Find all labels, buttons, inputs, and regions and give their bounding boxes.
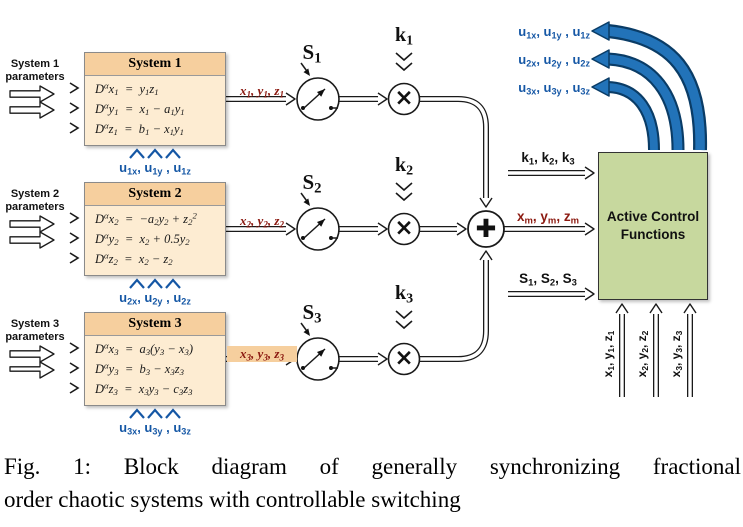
system-1-params-label: System 1 parameters (5, 58, 65, 83)
acf-output-label-3: u3x, u3y , u3z (518, 80, 590, 97)
acf-output-swoosh-arrows (591, 21, 708, 151)
param-arrows-system-2 (9, 212, 80, 264)
gain-chevrons-k1 (395, 52, 413, 72)
system-3-title: System 3 (85, 313, 225, 336)
equation: Dαz3 = x3y3 − c3z3 (95, 380, 193, 398)
system-2-block: System 2 Dαx2 = −a2y2 + z22 Dαy2 = x2 + … (84, 182, 226, 276)
control-input-label-system-1: u1x, u1y , u1z (119, 160, 191, 177)
connector-multiplier2-to-summer (419, 222, 467, 236)
plus-icon: ✚ (475, 214, 497, 243)
equation: Dαz2 = x2 − z2 (95, 250, 173, 268)
gain-label-k1: k1 (394, 24, 414, 49)
connector-system2-to-switch2 (226, 222, 296, 236)
figure-caption: Fig. 1: Block diagram of generally synch… (4, 450, 741, 516)
switch-s2-icon (296, 192, 340, 251)
acf-input-gains-label: k1, k2, k3 (521, 150, 575, 168)
multiply-icon: × (394, 215, 414, 241)
equation: Dαy2 = x2 + 0.5y2 (95, 230, 190, 248)
gain-chevrons-k3 (395, 310, 413, 330)
switch-label-s2: S2 (302, 170, 322, 197)
switch-s1-icon (296, 62, 340, 121)
switch-s3-icon (296, 322, 340, 381)
acf-bottom-input-arrows (615, 303, 697, 397)
output-signal-label-system-2: x2, y2, z2 (240, 213, 284, 230)
system-3-equations: Dαx3 = a3(y3 − x3) Dαy3 = b3 − x3z3 Dαz3… (85, 336, 225, 399)
switch-label-s1: S1 (302, 40, 322, 67)
equation: Dαy1 = x1 − a1y1 (95, 100, 185, 118)
summer-output-label: xm, ym, zm (516, 209, 579, 227)
acf-title-line1: Active Control (606, 209, 700, 224)
equation: Dαx1 = y1z1 (95, 80, 159, 98)
multiply-icon: × (394, 85, 414, 111)
control-input-chevrons-system-3 (129, 408, 181, 419)
multiplier-1-icon (387, 82, 421, 116)
control-input-chevrons-system-2 (129, 278, 181, 289)
output-signal-label-system-1: x1, y1, z1 (240, 83, 284, 100)
param-arrows-system-3 (9, 342, 80, 394)
connector-system1-to-switch1 (226, 92, 296, 106)
gain-label-k2: k2 (394, 154, 414, 179)
param-arrows-system-1 (9, 82, 80, 134)
connector-multiplier3-to-summer (419, 250, 493, 362)
connector-summer-to-acf (504, 222, 595, 236)
equation: Dαx3 = a3(y3 − x3) (95, 340, 193, 358)
system-1-title: System 1 (85, 53, 225, 76)
equation: Dαz1 = b1 − x1y1 (95, 120, 184, 138)
caption-line-1: Fig. 1: Block diagram of generally synch… (4, 454, 741, 479)
summer-icon (467, 210, 505, 248)
equation: Dαy3 = b3 − x3z3 (95, 360, 184, 378)
control-input-label-system-3: u3x, u3y , u3z (119, 420, 191, 437)
acf-bottom-input-label-3: x3, y3, z3 (669, 330, 685, 378)
acf-title-line2: Functions (620, 227, 686, 242)
control-input-label-system-2: u2x, u2y , u2z (119, 290, 191, 307)
output-signal-label-system-3: x3, y3, z3 (227, 346, 297, 362)
acf-output-label-1: u1x, u1y , u1z (518, 24, 590, 41)
system-2-title: System 2 (85, 183, 225, 206)
system-3-block: System 3 Dαx3 = a3(y3 − x3) Dαy3 = b3 − … (84, 312, 226, 406)
acf-output-label-2: u2x, u2y , u2z (518, 52, 590, 69)
acf-input-switches-label: S1, S2, S3 (519, 271, 577, 289)
control-input-chevrons-system-1 (129, 148, 181, 159)
active-control-functions-block: Active Control Functions (598, 152, 708, 300)
connector-switch-signals-to-acf (508, 287, 595, 301)
caption-line-2: order chaotic systems with controllable … (4, 487, 461, 512)
system-3-params-label: System 3 parameters (5, 318, 65, 343)
gain-label-k3: k3 (394, 282, 414, 307)
equation: Dαx2 = −a2y2 + z22 (95, 210, 197, 228)
connector-multiplier1-to-summer (419, 96, 493, 208)
multiplier-2-icon (387, 212, 421, 246)
acf-bottom-input-label-2: x2, y2, z2 (635, 330, 651, 378)
gain-chevrons-k2 (395, 182, 413, 202)
connector-switch1-to-multiplier1 (339, 92, 388, 106)
system-2-equations: Dαx2 = −a2y2 + z22 Dαy2 = x2 + 0.5y2 Dαz… (85, 206, 225, 269)
multiply-icon: × (394, 345, 414, 371)
acf-bottom-input-label-1: x1, y1, z1 (601, 330, 617, 378)
connector-switch3-to-multiplier3 (339, 352, 388, 366)
connector-gains-to-acf (508, 166, 595, 180)
connector-switch2-to-multiplier2 (339, 222, 388, 236)
multiplier-3-icon (387, 342, 421, 376)
switch-label-s3: S3 (302, 300, 322, 327)
system-2-params-label: System 2 parameters (5, 188, 65, 213)
system-1-block: System 1 Dαx1 = y1z1 Dαy1 = x1 − a1y1 Dα… (84, 52, 226, 146)
system-1-equations: Dαx1 = y1z1 Dαy1 = x1 − a1y1 Dαz1 = b1 −… (85, 76, 225, 139)
